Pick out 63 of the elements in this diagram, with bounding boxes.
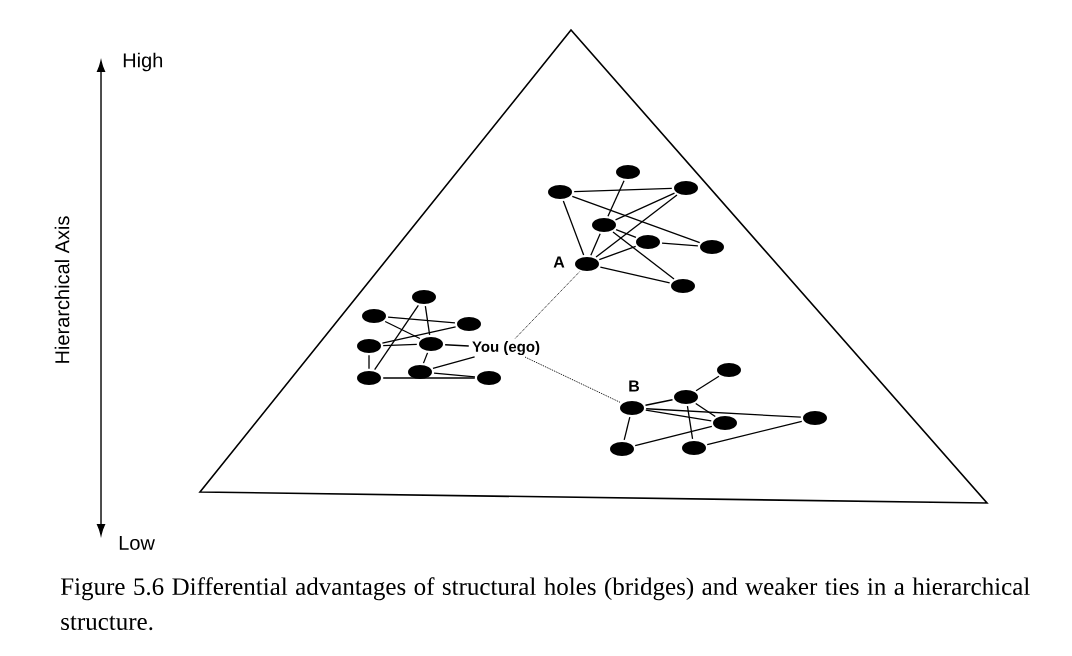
network-tie: [424, 305, 431, 336]
node-label: B: [629, 380, 640, 392]
axis-label: High: [123, 52, 163, 72]
network-dot: [412, 290, 436, 304]
network-tie: [433, 372, 476, 378]
network-tie: [598, 245, 637, 261]
network-dot: [671, 279, 695, 293]
network-tie: [382, 377, 476, 379]
network-tie: [382, 343, 418, 347]
network-dot: [457, 317, 481, 331]
network-dot: [717, 363, 741, 377]
network-dot: [616, 165, 640, 179]
network-dot: [682, 441, 706, 455]
network-tie: [562, 200, 585, 256]
network-tie: [368, 354, 370, 370]
network-tie: [634, 425, 713, 447]
network-tie: [614, 192, 676, 221]
network-tie: [645, 409, 712, 422]
network-dot: [674, 390, 698, 404]
network-tie: [381, 326, 457, 344]
network-dot: [610, 442, 634, 456]
network-dot: [357, 371, 381, 385]
network-tie: [599, 266, 671, 284]
network-dot: [419, 337, 443, 351]
network-dot: [362, 309, 386, 323]
network-dot: [357, 339, 381, 353]
network-tie: [590, 233, 601, 256]
network-tie: [607, 180, 625, 217]
node-label: A: [553, 256, 565, 268]
network-tie: [595, 194, 678, 258]
network-tie: [695, 402, 716, 418]
network-tie: [444, 344, 470, 347]
network-tie: [644, 399, 674, 406]
network-tie: [686, 405, 694, 440]
network-tie: [573, 187, 673, 193]
network-dot: [636, 235, 660, 249]
network-tie: [612, 231, 675, 280]
network-tie: [645, 408, 802, 418]
network-tie: [615, 229, 637, 238]
dotted-line: [514, 271, 581, 339]
node-text: You (ego): [472, 340, 540, 356]
network-dot: [592, 218, 616, 232]
network-tie: [571, 195, 701, 244]
network-tie: [623, 416, 631, 441]
network-dot: [700, 240, 724, 254]
figure-caption: Figure 5.6 Differential advantages of structural holes (bridges) and weaker ties in a hierarchical structure.: [60, 577, 1030, 631]
network-tie: [432, 356, 476, 370]
network-tie: [384, 320, 421, 340]
network-tie: [387, 316, 456, 324]
network-tie: [661, 242, 699, 247]
axis-title: Hierarchical Axis: [54, 216, 70, 363]
network-dot: [477, 371, 501, 385]
network-dot: [548, 185, 572, 199]
network-dot: [713, 416, 737, 430]
network-dot: [803, 411, 827, 425]
network-dot: [674, 181, 698, 195]
network-dot: [408, 365, 432, 379]
axis-label: Low: [119, 536, 155, 550]
network-tie: [706, 420, 803, 446]
network-tie: [695, 375, 720, 392]
dotted-line: [524, 356, 622, 404]
network-tie: [374, 304, 419, 371]
network-tie: [422, 352, 429, 364]
